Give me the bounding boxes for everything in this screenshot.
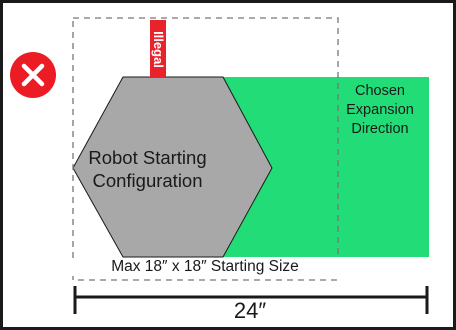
expansion-direction-label: Chosen Expansion Direction [346, 83, 414, 137]
illegal-label: Illegal [150, 30, 166, 68]
size-limit-box [72, 17, 339, 281]
width-label: 24″ [233, 298, 267, 323]
size-limit-label: Max 18″ x 18″ Starting Size [70, 258, 340, 276]
x-circle-icon [10, 52, 56, 98]
robot-label: Robot Starting Configuration [88, 147, 207, 191]
illegal-tag: Illegal [150, 20, 166, 78]
